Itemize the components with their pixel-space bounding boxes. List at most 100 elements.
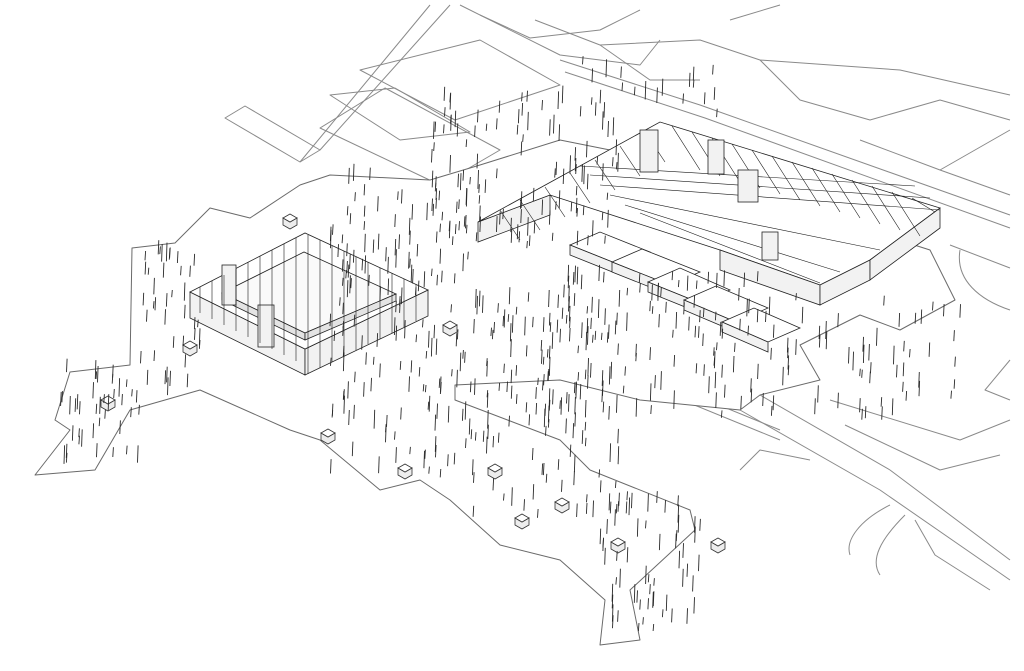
- tree-stroke: [159, 246, 161, 255]
- tree-stroke: [76, 394, 79, 410]
- tree-stroke: [914, 312, 917, 324]
- tree-stroke: [658, 533, 661, 551]
- tree-stroke: [721, 364, 723, 378]
- tree-stroke: [582, 56, 584, 65]
- tree-stroke: [349, 275, 351, 294]
- tree-stroke: [486, 360, 488, 377]
- tree-stroke: [459, 173, 462, 191]
- kiosk: [182, 340, 198, 357]
- tree-stroke: [870, 362, 872, 374]
- tree-stroke: [547, 368, 550, 381]
- tree-stroke: [580, 274, 583, 290]
- road-network: [224, 4, 1011, 591]
- tree-stroke: [412, 268, 414, 284]
- tree-stroke: [596, 156, 599, 165]
- tree-stroke: [436, 403, 438, 419]
- tree-stroke: [548, 312, 551, 326]
- tree-stroke: [502, 315, 505, 327]
- tree-stroke: [353, 314, 356, 327]
- tree-stroke: [565, 314, 568, 324]
- tree-stroke: [365, 352, 367, 365]
- tree-stroke: [337, 244, 339, 258]
- tree-stroke: [686, 608, 688, 624]
- tree-stroke: [526, 240, 528, 249]
- tree-stroke: [94, 360, 97, 379]
- tree-stroke: [153, 350, 156, 362]
- tree-stroke: [549, 119, 551, 136]
- tree-stroke: [565, 418, 567, 434]
- tree-stroke: [692, 66, 695, 81]
- tree-stroke: [770, 405, 773, 416]
- tree-stroke: [431, 198, 433, 212]
- tree-stroke: [653, 578, 655, 586]
- tree-stroke: [516, 124, 519, 135]
- tree-stroke: [363, 221, 366, 230]
- tree-stroke: [434, 121, 437, 132]
- tree-stroke: [880, 397, 883, 407]
- tree-stroke: [69, 395, 71, 415]
- tree-stroke: [898, 312, 901, 327]
- tree-stroke: [903, 340, 905, 352]
- tree-stroke: [639, 283, 641, 293]
- tree-stroke: [111, 373, 114, 384]
- tree-stroke: [633, 86, 636, 96]
- tree-stroke: [631, 492, 633, 509]
- tree-stroke: [959, 304, 961, 318]
- tree-stroke: [475, 232, 478, 242]
- tree-stroke: [721, 328, 724, 339]
- tree-stroke: [153, 277, 155, 295]
- tree-stroke: [656, 491, 658, 503]
- tree-stroke: [615, 139, 618, 156]
- tree-stroke: [688, 72, 691, 87]
- tree-stroke: [607, 209, 609, 228]
- tree-stroke: [329, 313, 332, 327]
- tree-stroke: [545, 473, 548, 483]
- tree-stroke: [347, 381, 349, 399]
- trees: [60, 56, 961, 632]
- tree-stroke: [770, 347, 772, 360]
- tree-stroke: [498, 100, 501, 113]
- tree-stroke: [439, 376, 442, 395]
- tree-stroke: [618, 289, 621, 307]
- tree-stroke: [614, 509, 616, 526]
- tree-stroke: [491, 329, 494, 340]
- tree-stroke: [342, 345, 345, 357]
- tree-stroke: [557, 459, 560, 470]
- tree-stroke: [364, 233, 366, 253]
- tree-stroke: [621, 82, 624, 91]
- tree-stroke: [682, 93, 684, 104]
- tree-stroke: [576, 266, 579, 285]
- tree-stroke: [868, 343, 870, 361]
- tree-stroke: [350, 278, 352, 289]
- tree-stroke: [186, 373, 189, 388]
- tree-stroke: [574, 397, 576, 415]
- tree-stroke: [509, 323, 512, 342]
- tree-stroke: [616, 551, 618, 561]
- tree-stroke: [551, 332, 554, 349]
- tree-stroke: [130, 407, 132, 418]
- tree-stroke: [658, 314, 660, 328]
- tree-stroke: [664, 500, 666, 513]
- tree-stroke: [859, 368, 861, 377]
- tree-stroke: [510, 385, 513, 399]
- tree-stroke: [902, 362, 905, 377]
- tree-stroke: [162, 262, 165, 278]
- tree-stroke: [492, 478, 495, 491]
- tree-stroke: [617, 428, 619, 444]
- tree-stroke: [876, 327, 878, 346]
- tree-stroke: [587, 326, 589, 345]
- tree-stroke: [462, 253, 464, 272]
- tree-stroke: [568, 305, 571, 322]
- kiosk: [487, 463, 503, 480]
- tree-stroke: [535, 402, 538, 415]
- tree-stroke: [167, 377, 169, 396]
- tree-stroke: [193, 253, 196, 266]
- tree-stroke: [723, 270, 725, 287]
- tree-stroke: [498, 382, 501, 391]
- tree-stroke: [599, 89, 602, 104]
- tree-stroke: [548, 356, 551, 376]
- tree-stroke: [772, 324, 775, 338]
- tree-stroke: [435, 197, 437, 209]
- tree-stroke: [616, 394, 618, 413]
- tree-stroke: [896, 364, 898, 378]
